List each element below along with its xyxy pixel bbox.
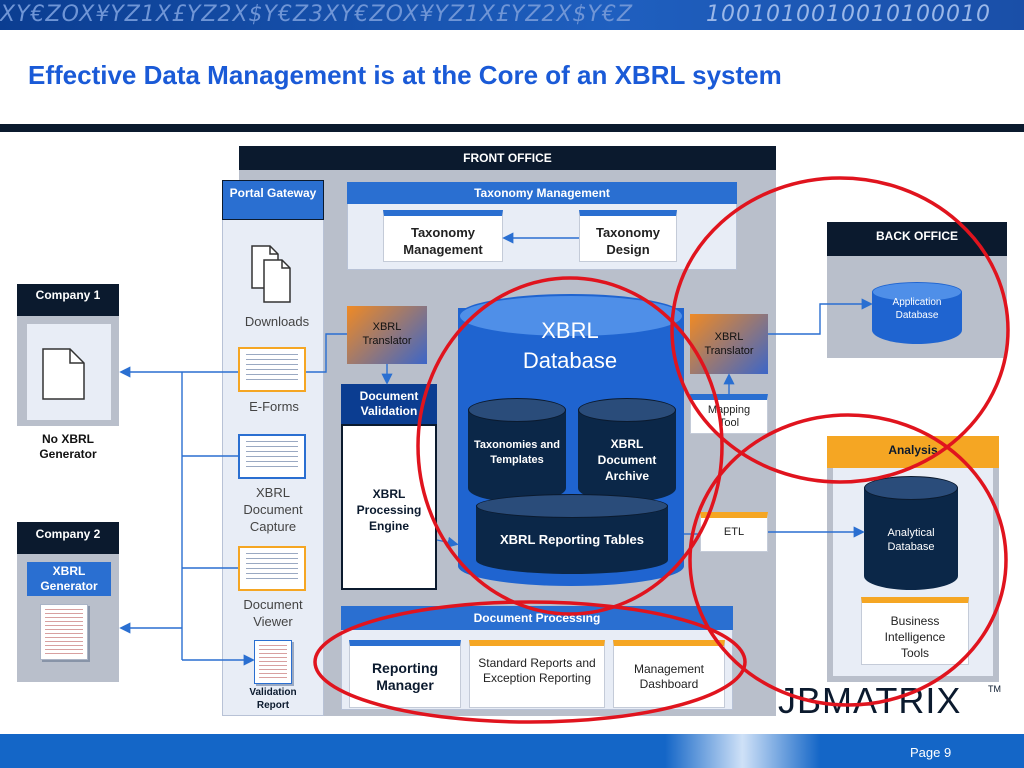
validation-report-label[interactable]: Validation Report	[249, 687, 297, 711]
analytical-database-cylinder	[864, 476, 958, 590]
xbrl-database-title: XBRL Database	[522, 318, 618, 373]
top-banner: XY€ZOX¥YZ1X£YZ2X$Y€Z3XY€ZOX¥YZ1X£YZ2X$Y€…	[0, 0, 1024, 30]
page-title: Effective Data Management is at the Core…	[28, 60, 782, 90]
document-viewer-label[interactable]: Document Viewer	[243, 597, 303, 629]
downloads-to-translator-line	[306, 333, 347, 373]
page-number: Page 9	[910, 745, 952, 760]
currency-banner-text: XY€ZOX¥YZ1X£YZ2X$Y€Z3XY€ZOX¥YZ1X£YZ2X$Y€…	[0, 2, 634, 27]
company2-header: Company 2	[17, 522, 119, 554]
reporting-tables-label: XBRL Reporting Tables	[500, 532, 644, 547]
bi-tools-box[interactable]: Business Intelligence Tools	[861, 597, 969, 665]
taxonomies-label: Taxonomies and Templates	[474, 439, 560, 466]
xbrl-processing-engine[interactable]: XBRL Processing Engine	[341, 424, 437, 590]
taxonomy-design-box[interactable]: Taxonomy Design	[579, 210, 677, 262]
xbrl-generator-label: XBRL Generator	[27, 562, 111, 596]
footer-glow	[665, 734, 820, 768]
mapping-tool-box[interactable]: Mapping Tool	[690, 394, 768, 434]
highlight-circle-backoffice	[670, 176, 1010, 484]
analytical-database-label: Analytical Database	[887, 527, 935, 553]
company1-header: Company 1	[17, 284, 119, 316]
document-validation-header: Document Validation	[341, 384, 437, 424]
highlight-circle-processing	[313, 600, 747, 724]
taxonomies-cylinder	[468, 398, 566, 502]
highlight-circle-database	[416, 276, 724, 616]
reporting-tables-cylinder	[476, 494, 668, 574]
highlight-circle-analysis	[688, 413, 1008, 707]
portal-gateway-header: Portal Gateway	[222, 180, 324, 220]
viewer-form-icon	[238, 546, 306, 591]
archive-label: XBRL Document Archive	[597, 437, 657, 483]
report-icon	[254, 640, 292, 684]
xbrl-translator-left[interactable]: XBRL Translator	[347, 306, 427, 364]
generator-report-icon	[40, 604, 88, 660]
reporting-manager-box[interactable]: Reporting Manager	[349, 640, 461, 708]
footer-bar	[0, 734, 1024, 768]
documents-icon	[246, 244, 296, 306]
document-capture-label[interactable]: XBRL Document Capture	[243, 485, 303, 534]
title-divider	[0, 124, 1024, 132]
form-icon	[238, 347, 306, 392]
taxonomy-management-header: Taxonomy Management	[347, 182, 737, 204]
archive-cylinder	[578, 398, 676, 502]
document-icon	[40, 346, 88, 402]
back-office-header: BACK OFFICE	[827, 222, 1007, 256]
taxonomy-management-box[interactable]: Taxonomy Management	[383, 210, 503, 262]
etl-box[interactable]: ETL	[700, 512, 768, 552]
downloads-label[interactable]: Downloads	[244, 314, 310, 329]
application-database-cylinder	[872, 282, 962, 344]
capture-form-icon	[238, 434, 306, 479]
binary-banner-text: 1001010010010100010	[706, 2, 991, 27]
translator-to-backoffice-arrow	[768, 298, 873, 335]
standard-reports-box[interactable]: Standard Reports and Exception Reporting	[469, 640, 605, 708]
front-office-header: FRONT OFFICE	[239, 146, 776, 170]
analysis-header: Analysis	[827, 436, 999, 468]
no-xbrl-generator-caption: No XBRL Generator	[39, 432, 97, 461]
trademark-mark: TM	[988, 684, 1001, 694]
e-forms-label[interactable]: E-Forms	[249, 399, 299, 414]
application-database-label: Application Database	[892, 297, 942, 321]
